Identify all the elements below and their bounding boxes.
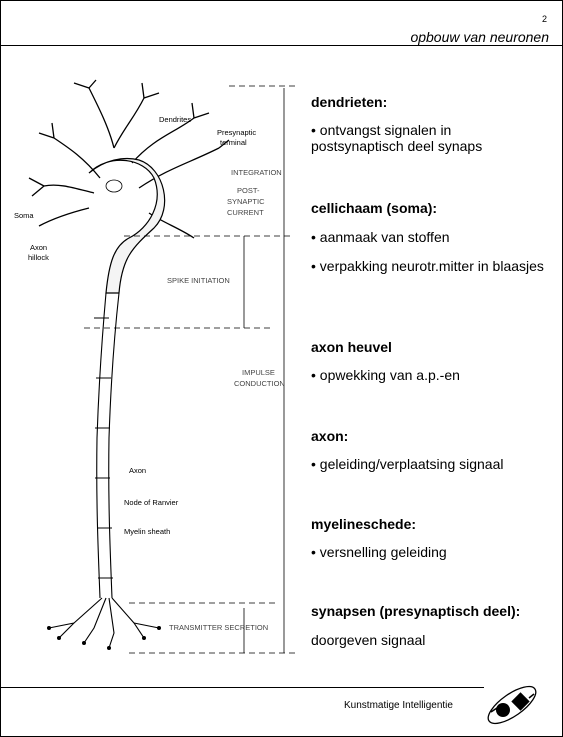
label-presynaptic-1: Presynaptic: [217, 128, 256, 137]
heading-dendrieten: dendrieten:: [311, 94, 387, 110]
heading-synapsen: synapsen (presynaptisch deel):: [311, 603, 520, 619]
label-post-1: POST-: [237, 186, 260, 195]
label-dendrites: Dendrites: [159, 115, 191, 124]
label-hillock-2: hillock: [28, 253, 49, 262]
bullet-dendrieten-1: • ontvangst signalen in postsynaptisch d…: [311, 122, 531, 154]
label-post-2: SYNAPTIC: [227, 197, 265, 206]
heading-cellichaam: cellichaam (soma):: [311, 200, 437, 216]
heading-axon: axon:: [311, 428, 348, 444]
bullet-cellichaam-2: • verpakking neurotr.mitter in blaasjes: [311, 258, 551, 274]
bullet-axon-1: • geleiding/verplaatsing signaal: [311, 456, 556, 472]
nucleus-shape: [106, 180, 122, 192]
label-hillock-1: Axon: [30, 243, 47, 252]
label-spike: SPIKE INITIATION: [167, 276, 230, 285]
heading-axon-heuvel: axon heuvel: [311, 339, 392, 355]
bullet-cellichaam-1: • aanmaak van stoffen: [311, 229, 541, 245]
label-presynaptic-2: terminal: [220, 138, 247, 147]
page-title: opbouw van neuronen: [410, 29, 549, 45]
footer-text: Kunstmatige Intelligentie: [344, 700, 453, 711]
label-integration: INTEGRATION: [231, 168, 282, 177]
label-impulse-1: IMPULSE: [242, 368, 275, 377]
logo-icon: [481, 680, 543, 730]
terminal-drawing: [49, 598, 159, 648]
terminal-boutons: [47, 626, 161, 650]
label-post-3: CURRENT: [227, 208, 264, 217]
axon-drawing: [94, 293, 119, 598]
label-impulse-2: CONDUCTION: [234, 379, 285, 388]
heading-myelineschede: myelineschede:: [311, 516, 416, 532]
neuron-diagram: Dendrites Presynaptic terminal INTEGRATI…: [14, 78, 306, 678]
page-number: 2: [542, 14, 547, 24]
bullet-myelineschede-1: • versnelling geleiding: [311, 544, 541, 560]
footer-rule: [0, 687, 484, 688]
label-ranvier: Node of Ranvier: [124, 498, 179, 507]
label-soma: Soma: [14, 211, 34, 220]
label-axon: Axon: [129, 466, 146, 475]
label-transmitter: TRANSMITTER SECRETION: [169, 623, 268, 632]
bullet-axon-heuvel-1: • opwekking van a.p.-en: [311, 367, 541, 383]
header-rule: [0, 45, 563, 46]
bullet-synapsen-1: doorgeven signaal: [311, 632, 541, 648]
label-myelin: Myelin sheath: [124, 527, 170, 536]
